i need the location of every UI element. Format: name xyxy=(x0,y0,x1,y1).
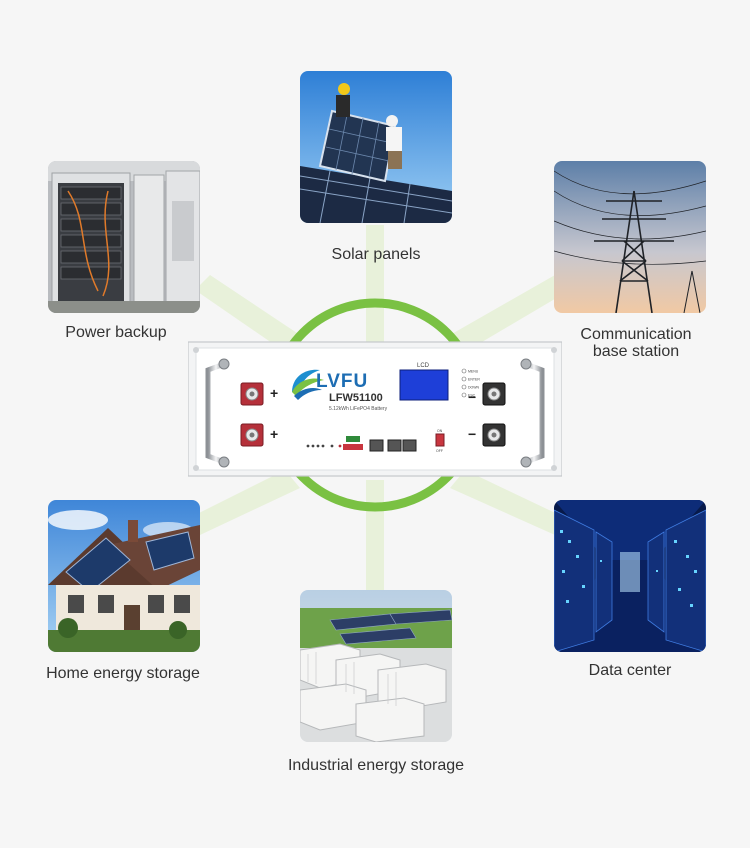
positive-sign-top: + xyxy=(270,385,278,401)
status-leds xyxy=(306,444,342,448)
negative-terminal-bottom xyxy=(482,423,506,447)
negative-sign-top: − xyxy=(468,389,476,405)
connector-bottom xyxy=(366,480,384,595)
rs485-port-1[interactable] xyxy=(369,439,384,452)
home-energy-storage-image xyxy=(48,500,200,652)
switch-off-label: OFF xyxy=(436,449,443,453)
dip-switch-top[interactable] xyxy=(346,436,360,442)
negative-sign-bottom: − xyxy=(468,426,476,442)
down-button-label: DOWN xyxy=(468,386,480,390)
down-button[interactable] xyxy=(461,384,467,390)
dip-switch[interactable] xyxy=(343,444,363,450)
battery-rack-product: + + LVFU LFW51100 5.12kWh LiFePO4 Batter… xyxy=(187,340,563,478)
connector-top-right xyxy=(450,275,570,352)
lcd-label: LCD xyxy=(417,363,430,369)
data-center-image xyxy=(554,500,706,652)
communication-label-line1: Communication xyxy=(580,326,692,343)
battery-spec: 5.12kWh LiFePO4 Battery xyxy=(329,406,388,412)
industrial-energy-storage-label: Industrial energy storage xyxy=(287,757,465,774)
home-energy-storage-label: Home energy storage xyxy=(46,665,200,682)
positive-sign-bottom: + xyxy=(270,426,278,442)
power-backup-image xyxy=(48,161,200,313)
brand-name: LVFU xyxy=(316,371,368,392)
menu-button[interactable] xyxy=(461,368,467,374)
can-port[interactable] xyxy=(402,439,417,452)
solar-panels-image xyxy=(300,71,452,223)
connector-top xyxy=(366,225,384,345)
switch-on-label: ON xyxy=(437,429,443,433)
power-backup-label: Power backup xyxy=(65,324,167,341)
power-switch[interactable] xyxy=(435,433,445,447)
communication-base-station-image xyxy=(554,161,706,313)
brand-logo-icon xyxy=(292,369,324,400)
enter-button[interactable] xyxy=(461,376,467,382)
positive-terminal-bottom xyxy=(240,423,264,447)
menu-button-label: MENU xyxy=(468,370,479,374)
communication-label-line2: base station xyxy=(592,343,680,360)
negative-terminal-top xyxy=(482,382,506,406)
solar-panels-label: Solar panels xyxy=(331,246,421,263)
connector-bottom-left xyxy=(185,470,300,535)
enter-button-label: ENTER xyxy=(468,378,480,382)
esc-button[interactable] xyxy=(461,392,467,398)
communication-base-station-label: Communication base station xyxy=(566,326,706,360)
data-center-label: Data center xyxy=(588,662,672,679)
industrial-energy-storage-image xyxy=(300,590,452,742)
model-number: LFW51100 xyxy=(329,392,383,404)
connector-top-left xyxy=(195,275,300,352)
rs485-port-2[interactable] xyxy=(387,439,402,452)
esc-button-label: ESC xyxy=(468,394,476,398)
connector-bottom-right xyxy=(450,470,570,535)
lcd-screen xyxy=(399,369,449,401)
positive-terminal-top xyxy=(240,382,264,406)
